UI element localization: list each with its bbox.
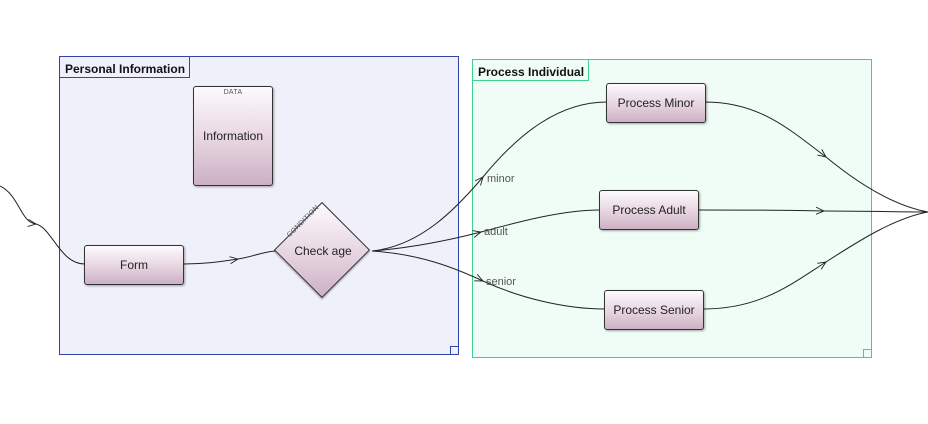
lane-resize-handle[interactable] [450, 346, 458, 354]
node-label-process-adult: Process Adult [612, 203, 686, 217]
node-form[interactable]: Form [84, 245, 184, 285]
edge-senior-to-process-senior [482, 280, 606, 310]
edge-process-adult-out [697, 210, 824, 211]
lane-title-personal-information: Personal Information [59, 56, 191, 78]
edge-process-senior-join [825, 211, 928, 263]
node-process-senior[interactable]: Process Senior [604, 290, 704, 330]
edge-form-to-check-age [183, 259, 238, 265]
edge-label-senior[interactable]: senior [486, 276, 516, 288]
node-label-information: Information [202, 129, 264, 143]
edge-check-age-to-senior [371, 250, 483, 281]
edge-process-minor-join [825, 156, 928, 213]
node-label-process-senior: Process Senior [613, 303, 695, 317]
lane-title-process-individual: Process Individual [472, 59, 590, 81]
edge-process-adult-join [823, 210, 928, 213]
node-label-process-minor: Process Minor [617, 96, 695, 110]
lane-resize-handle[interactable] [863, 349, 871, 357]
edge-adult-to-process-adult [480, 209, 601, 233]
edge-minor-to-process-minor [482, 101, 608, 178]
edge-incoming [0, 185, 36, 224]
node-information[interactable]: DATA Information [193, 86, 273, 186]
node-process-adult[interactable]: Process Adult [599, 190, 699, 230]
node-process-minor[interactable]: Process Minor [606, 83, 706, 123]
node-label-check-age: Check age [294, 244, 352, 258]
node-stereotype-data: DATA [223, 89, 243, 96]
node-check-age[interactable]: CONDITION Check age [273, 201, 372, 300]
edge-label-adult[interactable]: adult [484, 226, 508, 238]
node-label-form: Form [120, 258, 148, 272]
edge-process-senior-out [702, 262, 826, 310]
edge-process-minor-out [704, 101, 826, 157]
edge-label-minor[interactable]: minor [487, 173, 515, 185]
edge-check-age-to-adult [371, 232, 481, 252]
edge-incoming-tail [35, 223, 86, 265]
edge-check-age-to-minor [371, 177, 483, 252]
edge-form-to-check-age-tail [237, 250, 276, 260]
